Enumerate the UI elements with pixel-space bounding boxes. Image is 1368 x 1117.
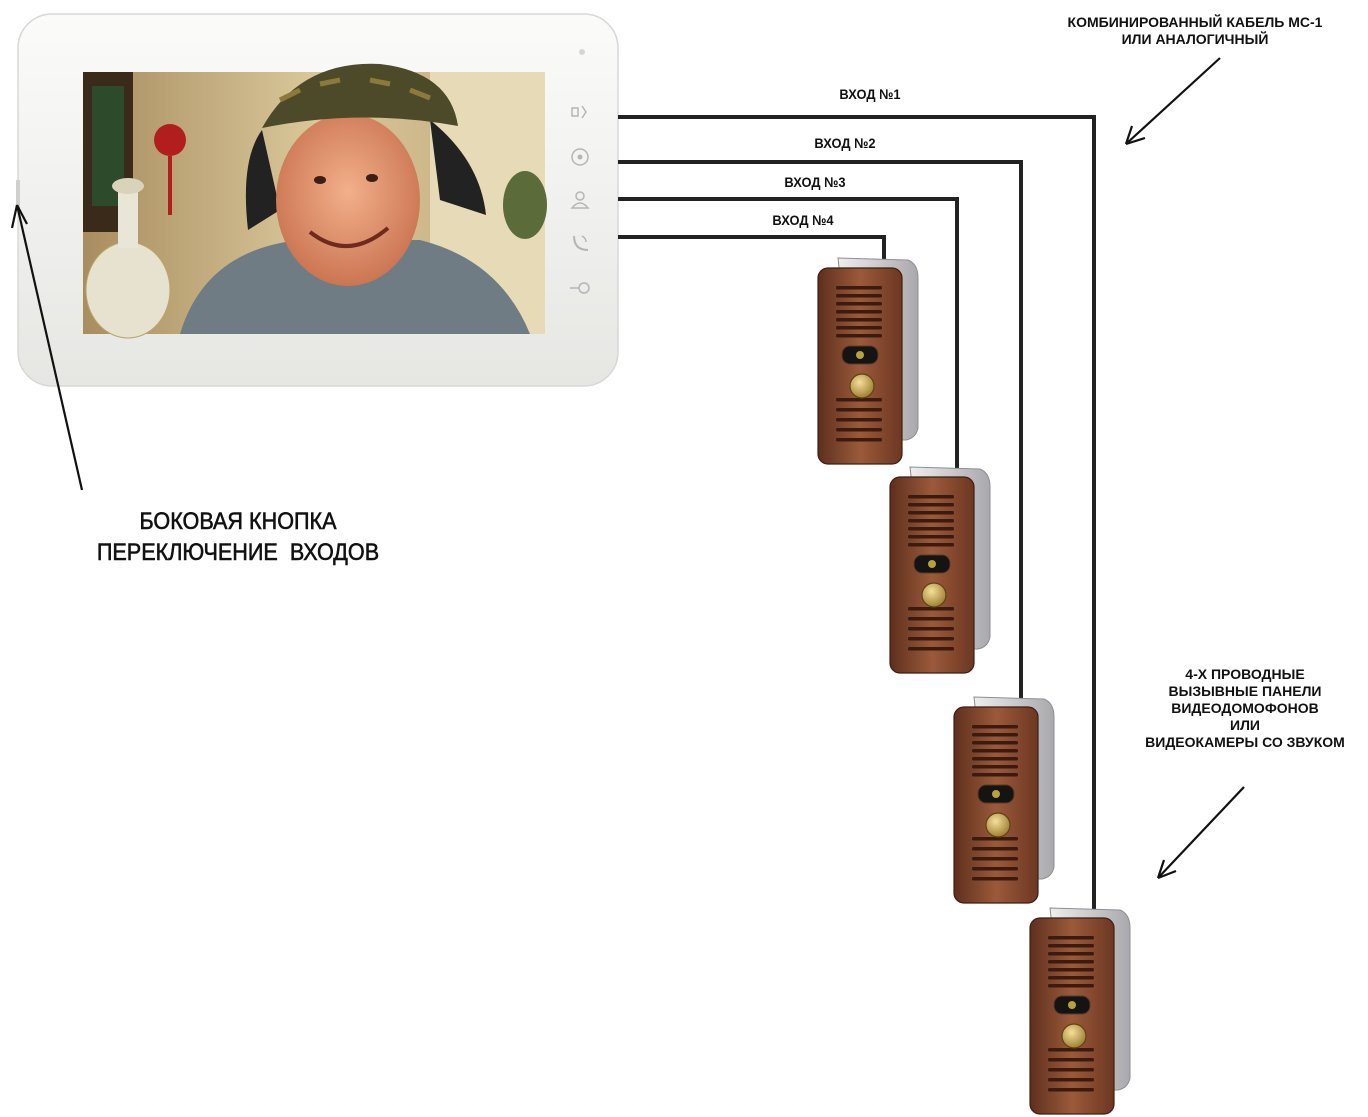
record-icon[interactable] bbox=[571, 148, 589, 166]
call-button[interactable] bbox=[921, 582, 947, 608]
arrows bbox=[10, 57, 1245, 880]
phone-icon[interactable] bbox=[573, 235, 589, 251]
side-button-note-line: БОКОВАЯ КНОПКА bbox=[139, 508, 337, 536]
call-button[interactable] bbox=[1061, 1023, 1087, 1049]
cable-note-line: КОМБИНИРОВАННЫЙ КАБЕЛЬ МС-1 bbox=[1067, 14, 1323, 30]
arrow-to-panels bbox=[1156, 786, 1245, 880]
input-label-4: ВХОД №4 bbox=[772, 212, 834, 228]
user-icon[interactable] bbox=[570, 191, 590, 209]
wire-input-1 bbox=[618, 115, 1096, 912]
call-panels bbox=[817, 257, 1131, 1115]
side-button-note: БОКОВАЯ КНОПКА ПЕРЕКЛЮЧЕНИЕ ВХОДОВ bbox=[76, 506, 400, 568]
input-label-1: ВХОД №1 bbox=[839, 86, 901, 102]
call-button[interactable] bbox=[849, 373, 875, 399]
panels-note: 4-Х ПРОВОДНЫЕ ВЫЗЫВНЫЕ ПАНЕЛИ ВИДЕОДОМОФ… bbox=[1120, 666, 1368, 751]
panels-note-line: ИЛИ bbox=[1230, 717, 1260, 733]
wires bbox=[618, 115, 1096, 912]
arrow-to-side-button bbox=[10, 204, 84, 491]
panels-note-line: ВЫЗЫВНЫЕ ПАНЕЛИ bbox=[1168, 683, 1322, 699]
call-panel bbox=[889, 466, 991, 674]
call-button[interactable] bbox=[985, 812, 1011, 838]
wire-input-4 bbox=[618, 235, 886, 262]
monitor-screen bbox=[83, 63, 547, 339]
input-label-3: ВХОД №3 bbox=[784, 174, 846, 190]
wire-input-3 bbox=[618, 197, 959, 470]
panels-note-line: 4-Х ПРОВОДНЫЕ bbox=[1185, 666, 1305, 682]
intercom-monitor bbox=[16, 13, 619, 387]
side-button-note-line: ПЕРЕКЛЮЧЕНИЕ ВХОДОВ bbox=[96, 539, 380, 567]
panels-note-line: ВИДЕОКАМЕРЫ СО ЗВУКОМ bbox=[1145, 734, 1345, 750]
key-icon[interactable] bbox=[570, 282, 590, 294]
input-label-2: ВХОД №2 bbox=[814, 135, 876, 151]
side-switch-button[interactable] bbox=[16, 180, 20, 210]
wire-input-2 bbox=[618, 160, 1023, 700]
call-panel bbox=[953, 696, 1055, 904]
cable-note: КОМБИНИРОВАННЫЙ КАБЕЛЬ МС-1 ИЛИ АНАЛОГИЧ… bbox=[1040, 14, 1350, 48]
call-panel bbox=[817, 257, 919, 465]
cable-note-line: ИЛИ АНАЛОГИЧНЫЙ bbox=[1121, 31, 1269, 47]
panels-note-line: ВИДЕОДОМОФОНОВ bbox=[1171, 700, 1319, 716]
arrow-to-cable bbox=[1124, 57, 1221, 146]
speaker-icon[interactable] bbox=[571, 105, 587, 119]
call-panel bbox=[1029, 907, 1131, 1115]
